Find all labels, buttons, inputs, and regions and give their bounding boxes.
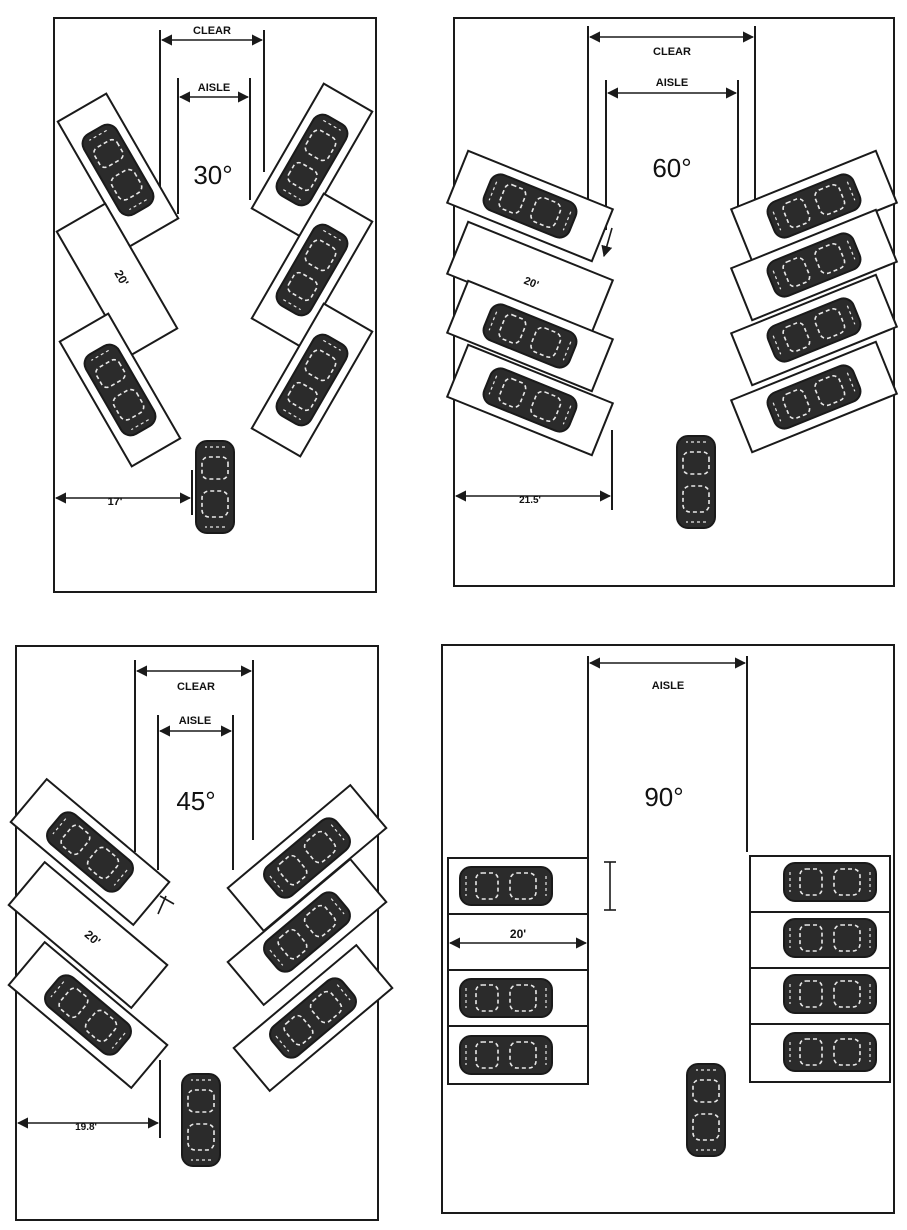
moving-car: [686, 1063, 726, 1157]
clear-label: CLEAR: [177, 681, 215, 693]
stall-width-label: 20': [522, 275, 541, 292]
empty-stall: [447, 913, 589, 971]
depth-label: 19.8': [75, 1122, 97, 1133]
angle-label: 45°: [176, 786, 215, 816]
stall-width-label: 20': [510, 927, 526, 941]
aisle-label: AISLE: [179, 715, 211, 727]
angle-label: 60°: [652, 153, 691, 183]
parked-car: [459, 978, 553, 1018]
panel-60: [445, 17, 899, 587]
panel-45: [7, 645, 394, 1221]
panel-90: [441, 644, 895, 1214]
aisle-label: AISLE: [656, 77, 688, 89]
depth-label: 17': [108, 496, 123, 508]
aisle-label: AISLE: [652, 680, 684, 692]
parked-car: [459, 866, 553, 906]
empty-stall: [55, 202, 179, 358]
angle-label: 90°: [644, 782, 683, 812]
clear-label: CLEAR: [193, 25, 231, 37]
panel-30: [53, 17, 377, 593]
panel-30-border: [53, 17, 377, 593]
empty-stall: [7, 860, 169, 1010]
parked-car: [783, 918, 877, 958]
parked-car: [783, 862, 877, 902]
moving-car: [195, 440, 235, 534]
parked-car: [783, 1032, 877, 1072]
panel-60-border: [453, 17, 895, 587]
panel-90-border: [441, 644, 895, 1214]
panel-45-border: [15, 645, 379, 1221]
parked-car: [783, 974, 877, 1014]
parked-car: [459, 1035, 553, 1075]
aisle-label: AISLE: [198, 82, 230, 94]
angle-label: 30°: [193, 160, 232, 190]
clear-label: CLEAR: [653, 46, 691, 58]
moving-car: [676, 435, 716, 529]
depth-label: 21.5': [519, 495, 541, 506]
moving-car: [181, 1073, 221, 1167]
